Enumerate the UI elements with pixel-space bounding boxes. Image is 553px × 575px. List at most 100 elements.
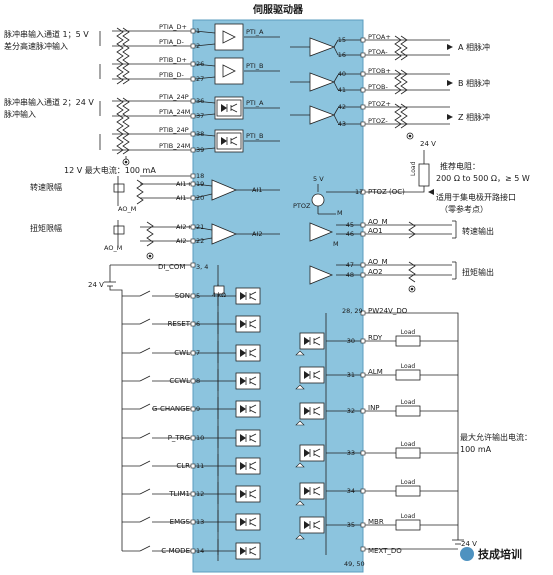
- load-resistor: [418, 163, 430, 187]
- open-collector-note-line2: （零参考点）: [440, 204, 488, 214]
- pulse-input-pin: 2: [196, 42, 200, 50]
- phase-label: A 相脉冲: [458, 42, 490, 52]
- analog-output-terminal: [360, 222, 366, 228]
- digital-input-signal: CCWL: [169, 377, 190, 385]
- internal-wire: [333, 81, 339, 91]
- digital-output-terminal: [360, 408, 366, 414]
- pulse-group-label: PTI_B: [246, 62, 264, 70]
- supply-12v-note: 12 V 最大电流：100 mA: [64, 165, 156, 175]
- ground-symbol: [410, 287, 414, 291]
- analog-input-signal: AI2+: [176, 223, 192, 231]
- digital-input-pin: 6: [196, 320, 200, 328]
- transistor-collector: [249, 319, 257, 324]
- load-label: Load: [401, 479, 416, 486]
- diode-symbol: [240, 490, 246, 498]
- transistor-collector: [313, 370, 321, 375]
- pulse-input-signal: PTIA_24P: [159, 93, 189, 101]
- pw24v-wire: [365, 312, 459, 540]
- pulse-output-signal: PTOA+: [368, 33, 391, 41]
- pulse-output-signal: PTOA-: [368, 48, 388, 56]
- v24-left-label: 24 V: [88, 281, 104, 289]
- pulse-input-terminal: [190, 98, 196, 104]
- internal-wire: [333, 107, 339, 116]
- pulse-input-signal: PTIB_24M: [159, 142, 190, 150]
- twisted-pair: [122, 97, 130, 155]
- digital-output-optocoupler: [299, 402, 325, 420]
- digital-input-terminal: [190, 519, 196, 525]
- wiring-layer: [99, 23, 464, 561]
- transistor-emitter: [313, 411, 321, 416]
- digital-output-load: [395, 485, 421, 497]
- pulse-input-pin: 27: [196, 75, 204, 83]
- pulse-ch1-note-line1: 脉冲串输入通道 1；5 V: [4, 29, 89, 39]
- switch-contact: [139, 347, 151, 354]
- digital-output-signal: ALM: [368, 368, 383, 376]
- analog-input-pin: 22: [196, 237, 204, 245]
- digital-input-optocoupler: [235, 344, 261, 362]
- digital-input-signal: SON: [175, 292, 190, 300]
- pulse-output-signal: PTOZ-: [368, 117, 388, 125]
- common-return-wire: [109, 286, 123, 551]
- speed-output-note: 转速输出: [462, 226, 494, 236]
- digital-input-signal: RESET: [168, 320, 191, 328]
- digital-input-terminal: [190, 463, 196, 469]
- pulse-input-pin: 38: [196, 130, 204, 138]
- transistor-collector: [249, 376, 257, 381]
- analog-output-terminal: [360, 231, 366, 237]
- diode-symbol: [240, 320, 246, 328]
- digital-input-signal: P_TRG: [168, 434, 190, 442]
- digital-output-terminal: [360, 338, 366, 344]
- digital-output-pin: 30: [347, 337, 355, 345]
- internal-wire: [194, 193, 213, 199]
- transistor-emitter: [249, 522, 257, 527]
- pulse-input-signal: PTIB_24P: [159, 126, 189, 134]
- transistor-collector: [313, 336, 321, 341]
- switch-contact: [139, 516, 151, 523]
- internal-wire: [194, 63, 216, 67]
- digital-output-pin: 32: [347, 407, 355, 415]
- pulse-output-terminal: [360, 87, 366, 93]
- pulse-input-amplifier: [222, 30, 236, 44]
- arrow-head: [428, 189, 434, 195]
- ptoz-oc-pin: 17: [355, 188, 363, 196]
- v5-label: 5 V: [313, 175, 324, 183]
- arrow-head: [447, 80, 453, 86]
- ai1-label: AI1: [252, 186, 263, 194]
- transistor-collector: [249, 517, 257, 522]
- digital-output-signal: INP: [368, 404, 380, 412]
- digital-input-pin: 11: [196, 462, 204, 470]
- digital-input-signal: EMGS: [170, 518, 191, 526]
- digital-output-load: [395, 447, 421, 459]
- transistor-emitter: [249, 409, 257, 414]
- di-com-pin: 3, 4: [196, 263, 208, 271]
- digital-input-pin: 13: [196, 518, 204, 526]
- twisted-pair: [394, 69, 402, 95]
- twisted-pair: [116, 97, 124, 155]
- ptoz-transistor-label: PTOZ: [293, 202, 311, 210]
- pulse-input-terminal: [190, 43, 196, 49]
- diode-symbol: [221, 104, 227, 112]
- watermark-text: 技成培训: [478, 547, 522, 561]
- pulse-output-signal: PTOZ+: [368, 100, 391, 108]
- analog-input-signal: AI1+: [176, 180, 192, 188]
- pulse-input-signal: PTIA_24M: [159, 108, 190, 116]
- diode-symbol: [240, 462, 246, 470]
- pulse-group-label: PTI_B: [246, 132, 264, 140]
- pulse-group-label: PTI_A: [246, 28, 264, 36]
- transistor-collector: [313, 486, 321, 491]
- diode-symbol: [240, 518, 246, 526]
- recommend-resistor-line2: 200 Ω to 500 Ω，≥ 5 W: [436, 174, 530, 183]
- digital-output-pin: 35: [347, 521, 355, 529]
- transistor-collector: [313, 448, 321, 453]
- pulse-output-pin: 15: [338, 36, 346, 44]
- diode-symbol: [240, 349, 246, 357]
- digital-input-pin: 12: [196, 490, 204, 498]
- analog-input-signal: AI1-: [176, 194, 189, 202]
- transistor-collector: [230, 103, 238, 108]
- digital-input-signal: TLIM1: [168, 490, 190, 498]
- pulse-input-terminal: [190, 76, 196, 82]
- pulse-group-label: PTI_A: [246, 99, 264, 107]
- transistor-emitter: [313, 491, 321, 496]
- digital-input-optocoupler: [235, 542, 261, 560]
- analog-output-pin: 48: [346, 271, 354, 279]
